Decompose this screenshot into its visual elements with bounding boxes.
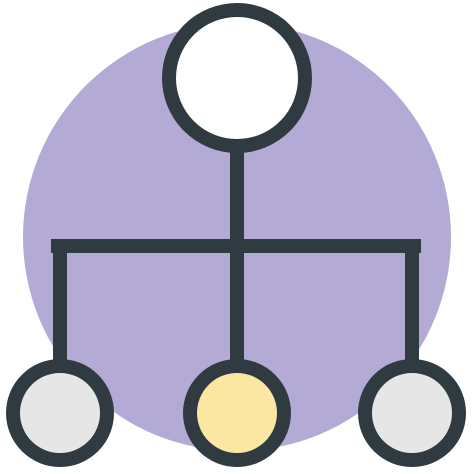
- center-child-node: [183, 359, 291, 467]
- right-child-node: [358, 359, 466, 467]
- left-child-node: [6, 359, 114, 467]
- root-node: [162, 3, 312, 153]
- connector-lines: [51, 138, 421, 375]
